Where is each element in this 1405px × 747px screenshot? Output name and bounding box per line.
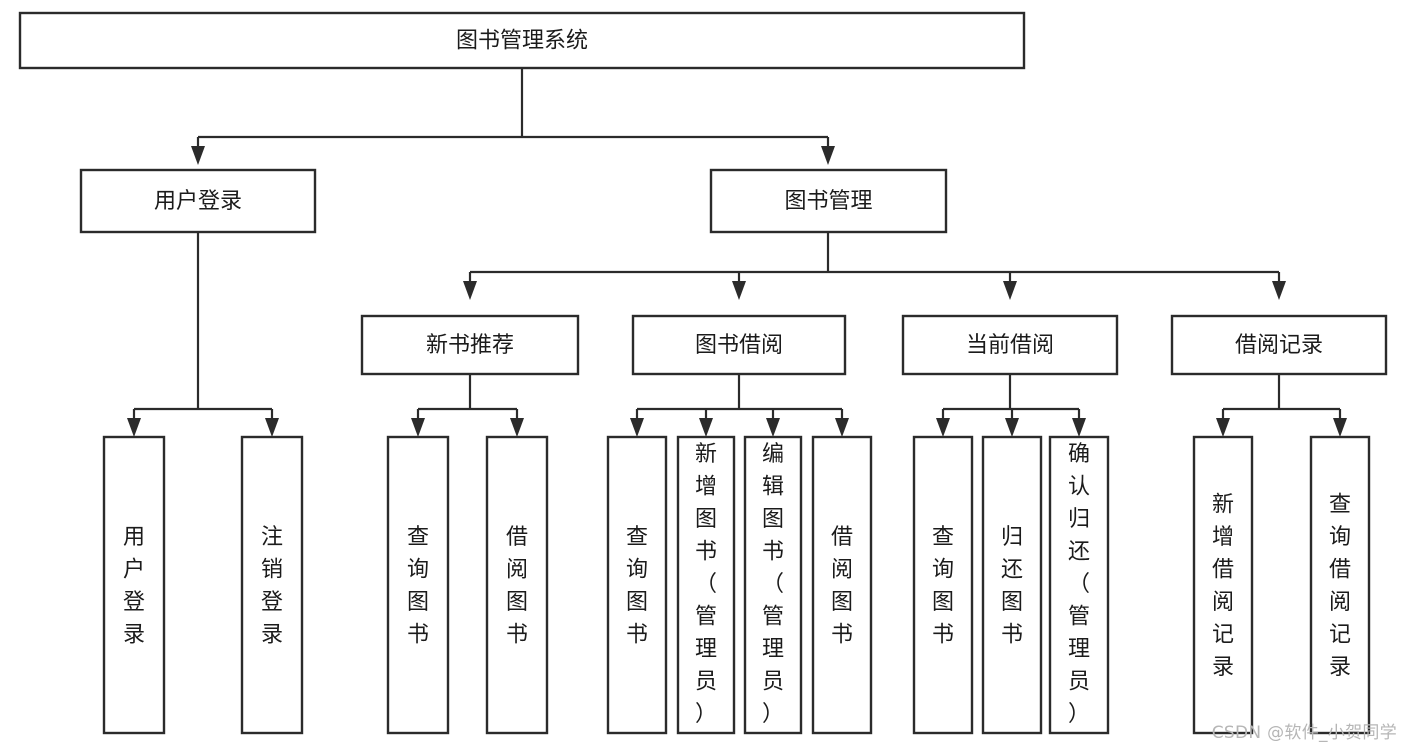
- node-level2-2-label: 当前借阅: [966, 333, 1054, 358]
- node-level1-1-label: 图书管理: [784, 189, 872, 214]
- node-leaf-9-box[interactable]: [981, 435, 1043, 735]
- arrow-head-icon: [1072, 418, 1086, 437]
- node-leaf-12-label: 查询借阅记录: [1329, 493, 1351, 681]
- node-leaf-12-box[interactable]: [1309, 435, 1371, 735]
- connector-root-to-l1: [191, 68, 835, 165]
- node-level2-0[interactable]: 新书推荐: [360, 314, 580, 376]
- connector-l1-0-to-leaves: [127, 232, 279, 437]
- node-root-label: 图书管理系统: [456, 29, 588, 54]
- arrow-head-icon: [265, 418, 279, 437]
- node-level2-3-box[interactable]: [1170, 314, 1388, 376]
- node-leaf-10-box[interactable]: [1048, 435, 1110, 735]
- arrow-head-icon: [699, 418, 713, 437]
- node-leaf-3[interactable]: 借阅图书: [485, 435, 549, 735]
- node-level2-1-box[interactable]: [631, 314, 847, 376]
- arrow-head-icon: [1216, 418, 1230, 437]
- node-leaf-1-box[interactable]: [240, 435, 304, 735]
- node-leaf-6[interactable]: 编辑图书（管理员）: [743, 435, 803, 735]
- connector-l2-3-to-leaves: [1216, 374, 1347, 437]
- arrow-head-icon: [1333, 418, 1347, 437]
- arrow-head-icon: [936, 418, 950, 437]
- node-leaf-4-box[interactable]: [606, 435, 668, 735]
- arrow-head-icon: [630, 418, 644, 437]
- node-leaf-3-label: 借阅图书: [506, 525, 528, 648]
- connector-layer: [127, 68, 1347, 437]
- node-leaf-7-box[interactable]: [811, 435, 873, 735]
- node-level2-1-label: 图书借阅: [695, 333, 783, 358]
- arrow-head-icon: [732, 281, 746, 300]
- node-level2-0-box[interactable]: [360, 314, 580, 376]
- arrow-head-icon: [510, 418, 524, 437]
- node-leaf-10[interactable]: 确认归还（管理员）: [1048, 435, 1110, 735]
- node-leaf-12[interactable]: 查询借阅记录: [1309, 435, 1371, 735]
- node-leaf-2-label: 查询图书: [407, 525, 429, 648]
- connector-l2-2-to-leaves: [936, 374, 1086, 437]
- node-leaf-0-box[interactable]: [102, 435, 166, 735]
- connector-l2-1-to-leaves: [630, 374, 849, 437]
- node-level2-2[interactable]: 当前借阅: [901, 314, 1119, 376]
- arrow-head-icon: [766, 418, 780, 437]
- node-leaf-4-label: 查询图书: [626, 525, 648, 648]
- node-leaf-6-box[interactable]: [743, 435, 803, 735]
- node-leaf-11-box[interactable]: [1192, 435, 1254, 735]
- node-leaf-3-box[interactable]: [485, 435, 549, 735]
- node-leaf-9-label: 归还图书: [1001, 525, 1023, 648]
- node-leaf-11[interactable]: 新增借阅记录: [1192, 435, 1254, 735]
- node-leaf-7-label: 借阅图书: [831, 525, 853, 648]
- node-leaf-1-label: 注销登录: [261, 525, 283, 648]
- node-leaf-5-box[interactable]: [676, 435, 736, 735]
- node-level1-0[interactable]: 用户登录: [79, 168, 317, 234]
- node-leaf-2[interactable]: 查询图书: [386, 435, 450, 735]
- node-root[interactable]: 图书管理系统: [18, 11, 1026, 70]
- node-leaf-8[interactable]: 查询图书: [912, 435, 974, 735]
- node-layer: 图书管理系统用户登录图书管理新书推荐图书借阅当前借阅借阅记录用户登录注销登录查询…: [18, 11, 1388, 735]
- node-level2-1[interactable]: 图书借阅: [631, 314, 847, 376]
- arrow-head-icon: [411, 418, 425, 437]
- node-level1-1-box[interactable]: [709, 168, 948, 234]
- node-root-box[interactable]: [18, 11, 1026, 70]
- arrow-head-icon: [1272, 281, 1286, 300]
- node-leaf-5-label: 新增图书（管理员）: [695, 442, 717, 727]
- node-leaf-9[interactable]: 归还图书: [981, 435, 1043, 735]
- connector-l2-0-to-leaves: [411, 374, 524, 437]
- csdn-watermark: CSDN @软件_小贺同学: [1211, 723, 1397, 743]
- node-level1-0-box[interactable]: [79, 168, 317, 234]
- node-leaf-0-label: 用户登录: [123, 525, 145, 648]
- node-leaf-6-label: 编辑图书（管理员）: [762, 442, 784, 727]
- node-leaf-2-box[interactable]: [386, 435, 450, 735]
- node-level2-3[interactable]: 借阅记录: [1170, 314, 1388, 376]
- arrow-head-icon: [835, 418, 849, 437]
- arrow-head-icon: [191, 146, 205, 165]
- node-leaf-7[interactable]: 借阅图书: [811, 435, 873, 735]
- node-level1-1[interactable]: 图书管理: [709, 168, 948, 234]
- node-level1-0-label: 用户登录: [154, 189, 242, 214]
- arrow-head-icon: [821, 146, 835, 165]
- arrow-head-icon: [1003, 281, 1017, 300]
- node-leaf-5[interactable]: 新增图书（管理员）: [676, 435, 736, 735]
- node-leaf-8-box[interactable]: [912, 435, 974, 735]
- arrow-head-icon: [1005, 418, 1019, 437]
- node-leaf-4[interactable]: 查询图书: [606, 435, 668, 735]
- node-leaf-10-label: 确认归还（管理员）: [1068, 442, 1090, 727]
- node-level2-2-box[interactable]: [901, 314, 1119, 376]
- node-leaf-1[interactable]: 注销登录: [240, 435, 304, 735]
- node-leaf-8-label: 查询图书: [932, 525, 954, 648]
- arrow-head-icon: [463, 281, 477, 300]
- node-level2-3-label: 借阅记录: [1235, 333, 1323, 358]
- node-leaf-0[interactable]: 用户登录: [102, 435, 166, 735]
- node-leaf-11-label: 新增借阅记录: [1212, 493, 1234, 681]
- arrow-head-icon: [127, 418, 141, 437]
- node-level2-0-label: 新书推荐: [426, 333, 514, 358]
- connector-l1-1-to-l2: [463, 232, 1286, 300]
